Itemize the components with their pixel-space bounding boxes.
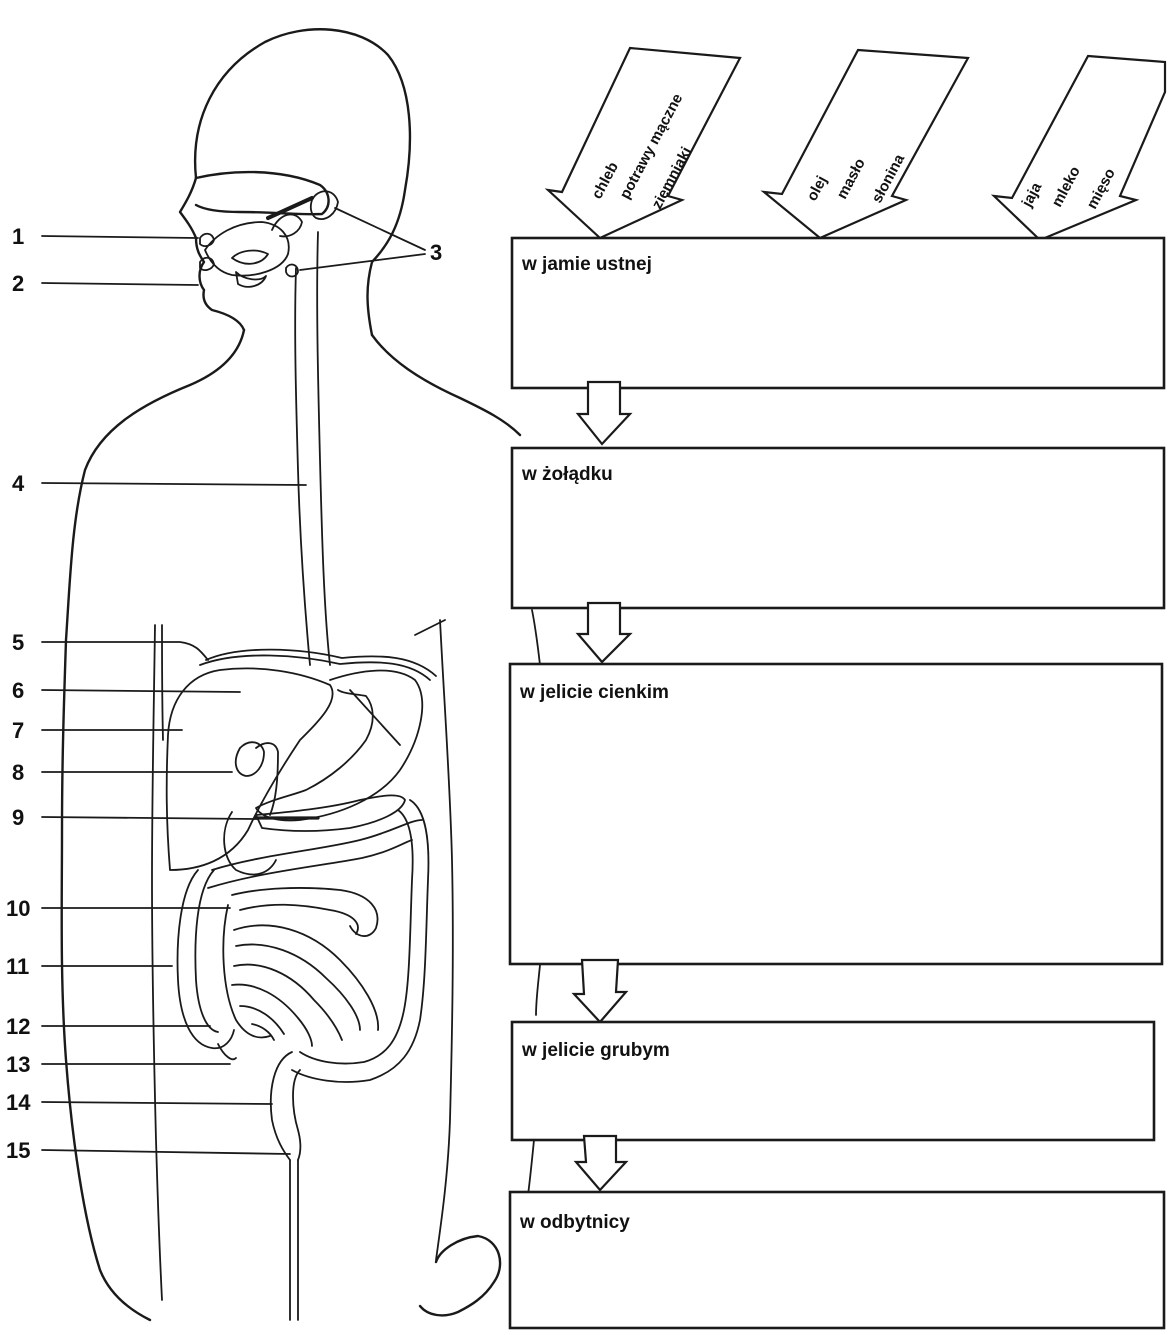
stage-arrow-2	[578, 603, 630, 662]
organ-number-12: 12	[6, 1014, 30, 1039]
organ-number-9: 9	[12, 805, 24, 830]
organ-number-4: 4	[12, 471, 25, 496]
stage-label: w odbytnicy	[519, 1212, 630, 1233]
esophagus	[295, 232, 330, 665]
organ-number-5: 5	[12, 630, 24, 655]
organ-number-3: 3	[430, 240, 442, 265]
organ-number-7: 7	[12, 718, 24, 743]
digestion-stage-1: w jamie ustnej	[512, 238, 1164, 388]
digestion-stage-5: w odbytnicy	[510, 1192, 1164, 1328]
large-intestine	[178, 800, 429, 1160]
stage-arrow-4	[576, 1136, 626, 1190]
stage-label: w żołądku	[521, 464, 613, 485]
small-intestine	[223, 888, 378, 1046]
abdominal-organs	[167, 650, 436, 875]
stage-label: w jelicie cienkim	[519, 682, 669, 703]
organ-number-11: 11	[6, 954, 29, 979]
organ-number-14: 14	[6, 1090, 31, 1115]
stage-arrow-3	[574, 960, 626, 1022]
organ-number-13: 13	[6, 1052, 30, 1077]
organ-number-10: 10	[6, 896, 30, 921]
food-group-arrow-1: chleb potrawy mączne ziemniaki	[548, 48, 740, 238]
organ-number-2: 2	[12, 271, 24, 296]
stage-label: w jelicie grubym	[521, 1040, 670, 1061]
organ-number-1: 1	[12, 224, 24, 249]
digestion-stage-2: w żołądku	[512, 448, 1164, 608]
digestion-stage-4: w jelicie grubym	[512, 1022, 1154, 1140]
stage-label: w jamie ustnej	[521, 254, 652, 275]
stage-arrow-1	[578, 382, 630, 444]
food-group-arrow-3: jaja mleko mięso	[994, 56, 1165, 240]
food-group-arrow-2: olej masło słonina	[764, 50, 968, 238]
digestion-stage-3: w jelicie cienkim	[510, 664, 1162, 964]
organ-number-6: 6	[12, 678, 24, 703]
organ-number-8: 8	[12, 760, 24, 785]
organ-number-15: 15	[6, 1138, 30, 1163]
